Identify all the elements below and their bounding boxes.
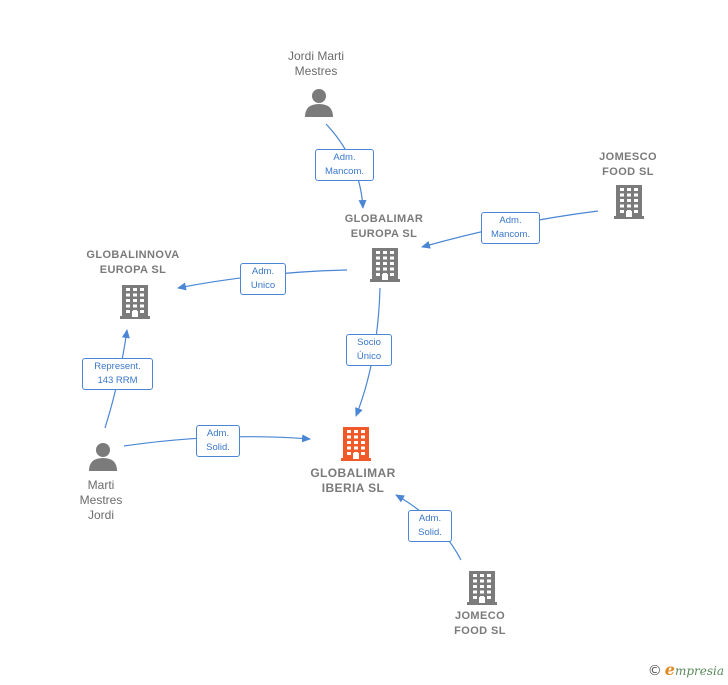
edge-label-adm-solid: Adm. Solid.	[196, 425, 240, 457]
brand-name: mpresia	[674, 664, 724, 678]
node-label-jomeco-food: JOMECO FOOD SL	[454, 610, 506, 637]
edge-label-adm-solid: Adm. Solid.	[408, 510, 452, 542]
building-icon-highlighted	[341, 427, 371, 461]
node-label-marti-mestres-jordi: Marti Mestres Jordi	[79, 478, 123, 522]
brand-initial: e	[664, 660, 675, 679]
building-icon	[467, 571, 497, 605]
node-label-jordi-marti-mestres: Jordi Marti Mestres	[287, 49, 344, 78]
empresia-logo: ©empresia	[648, 660, 724, 679]
edge-label-adm-mancom: Adm. Mancom.	[315, 149, 374, 181]
node-label-globalimar-europa: GLOBALIMAR EUROPA SL	[344, 213, 424, 240]
node-label-globalimar-iberia: GLOBALIMAR IBERIA SL	[310, 466, 396, 495]
building-icon	[370, 248, 400, 282]
edge-label-socio-unico: Socio Único	[346, 334, 392, 366]
edge-label-adm-unico: Adm. Unico	[240, 263, 286, 295]
building-icon	[614, 185, 644, 219]
edge-label-adm-mancom: Adm. Mancom.	[481, 212, 540, 244]
node-label-jomesco-food: JOMESCO FOOD SL	[599, 151, 657, 178]
edge-label-represent-143-rrm: Represent. 143 RRM	[82, 358, 153, 390]
node-label-globalinnova-europa: GLOBALINNOVA EUROPA SL	[86, 249, 180, 276]
person-icon	[89, 443, 117, 471]
building-icon	[120, 285, 150, 319]
person-icon	[305, 89, 333, 117]
copyright-symbol: ©	[647, 663, 662, 679]
